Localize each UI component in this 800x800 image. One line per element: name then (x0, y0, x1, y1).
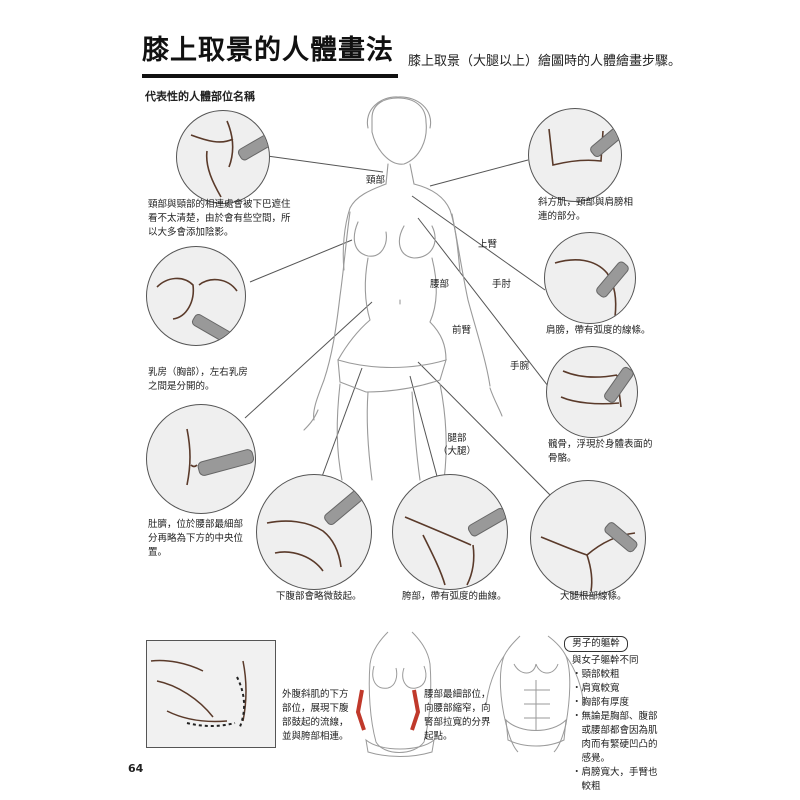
callout-crotch: 胯部，帶有弧度的曲線。 (402, 591, 507, 602)
crotch-detail-drawing (404, 507, 507, 586)
male-heading: 男子的軀幹 (564, 636, 628, 652)
neck-detail-drawing (190, 120, 269, 198)
leader-lines (244, 154, 561, 506)
detail-circle-lower-abdomen (256, 474, 372, 590)
female-figure-sketch (303, 96, 503, 481)
navel-detail-drawing (186, 428, 255, 486)
thigh-root-detail-drawing (540, 522, 638, 592)
male-torso-sketch (485, 635, 585, 753)
label-thigh: 腿部 （大腿） (438, 433, 477, 457)
oblique-detail-panel (146, 640, 276, 748)
detail-circle-navel (146, 404, 256, 514)
oblique-detail-drawing (150, 659, 247, 730)
waist-note: 腰部最細部位， 向腰部縮窄，向 腎部拉寬的分界 起點。 (424, 689, 491, 742)
detail-circle-neck (176, 110, 270, 204)
callout-trapezius: 斜方肌，頸部與肩膀相 連的部分。 (538, 197, 634, 222)
page-number: 64 (128, 762, 144, 775)
oblique-note: 外腹斜肌的下方 部位，展現下腹 部鼓起的流線， 並與胯部相連。 (282, 689, 349, 742)
detail-circle-breast (146, 246, 246, 346)
shoulder-detail-drawing (554, 259, 629, 318)
label-upper-arm: 上臂 (478, 239, 498, 250)
trapezius-detail-drawing (548, 126, 621, 166)
callout-lower-abdomen: 下腹部會略微鼓起。 (276, 591, 362, 602)
breast-detail-drawing (156, 277, 238, 345)
label-waist: 腰部 (430, 279, 450, 290)
callout-pelvis: 髖骨，浮現於身體表面的 骨骼。 (548, 439, 653, 464)
callout-thigh-root: 大腿根部線條。 (560, 591, 627, 602)
callout-neck-jaw: 頸部與頸部的相連處會被下巴遮住 看不太清楚，由於會有些空間，所 以大多會添加陰影… (148, 199, 291, 238)
section-label: 代表性的人體部位名稱 (145, 90, 255, 103)
page-subtitle: 膝上取景（大腿以上）繪圖時的人體繪畫步驟。 (408, 54, 682, 69)
lower-abdomen-detail-drawing (266, 489, 364, 572)
label-elbow: 手肘 (492, 279, 512, 290)
pelvis-detail-drawing (560, 366, 634, 408)
callout-breast: 乳房（胸部），左右乳房 之間是分開的。 (148, 367, 248, 392)
callout-navel: 肚臍，位於腰部最細部 分再略為下方的中央位 置。 (148, 519, 244, 558)
waist-bracket-marks (355, 689, 421, 731)
detail-circle-thigh-root (530, 480, 646, 596)
label-wrist: 手腕 (510, 361, 530, 372)
page-title: 膝上取景的人體畫法 (142, 34, 398, 78)
detail-circle-pelvis (546, 346, 638, 438)
callout-shoulder: 肩膀，帶有弧度的線條。 (546, 325, 651, 336)
detail-circle-shoulder (544, 232, 636, 324)
label-forearm: 前臂 (452, 325, 472, 336)
label-neck: 頸部 (366, 175, 386, 186)
detail-circle-crotch (392, 474, 508, 590)
detail-circle-trapezius (528, 108, 622, 202)
male-notes: 與女子軀幹不同 ・頸部較粗 ・肩寬較寬 ・胸部有厚度 ・無論是胸部、腹部 或腰部… (572, 655, 658, 792)
